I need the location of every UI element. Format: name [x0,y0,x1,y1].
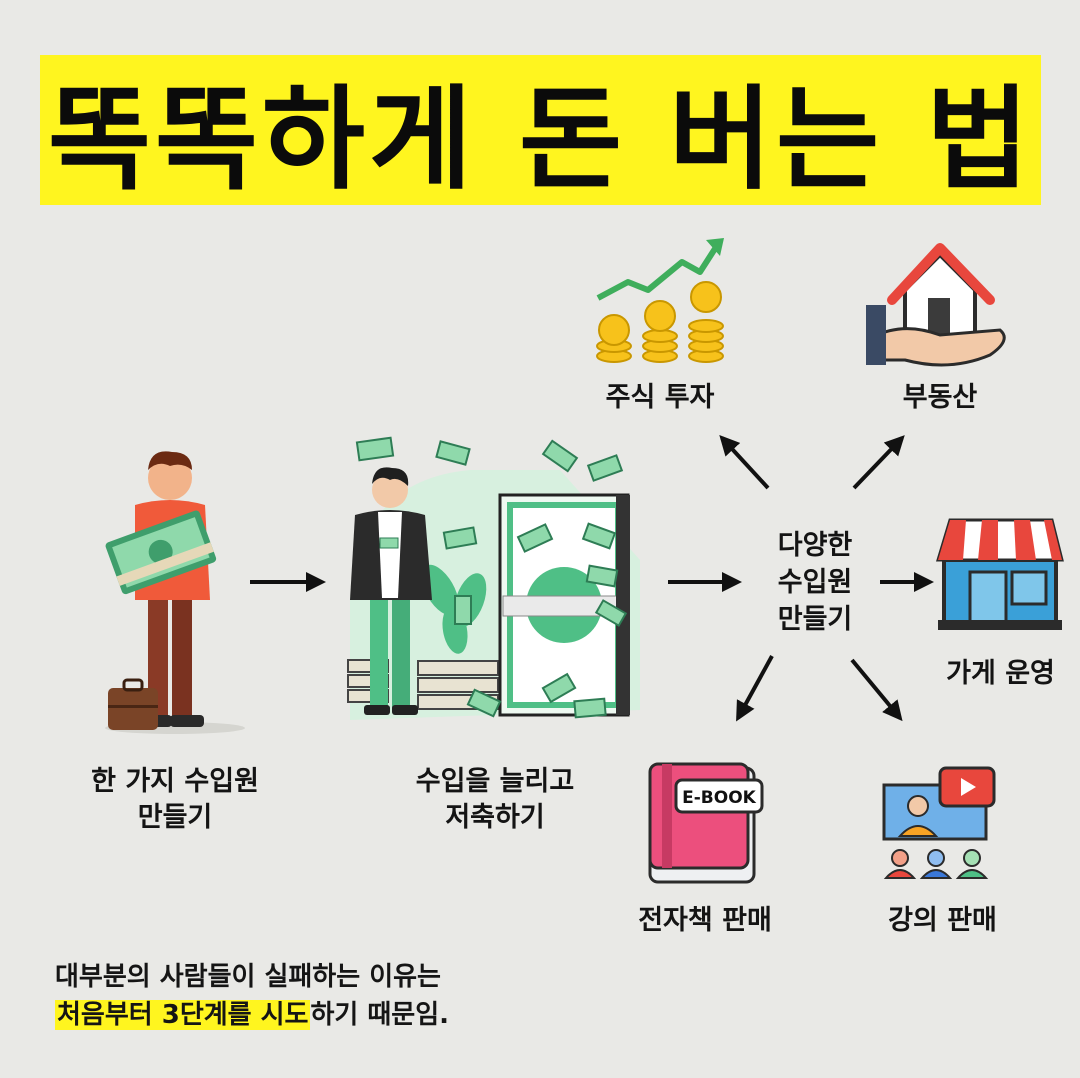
step-one-income-line2: 만들기 [137,802,213,833]
footer-line2: 처음부터 3단계를 시도하기 때문임. [55,996,449,1034]
step-grow-save-label: 수입을 늘리고 저축하기 [380,764,610,836]
step-diversify-label: 다양한 수입원 만들기 [750,527,880,638]
branch-real-estate-label: 부동산 [902,382,978,413]
footer-line2-rest: 하기 때문임. [310,1000,450,1030]
page-title: 똑똑하게 돈 버는 법 [47,75,1034,205]
step-diversify-line1: 다양한 [777,530,853,561]
footer-line1: 대부분의 사람들이 실패하는 이유는 [55,962,441,992]
branch-stocks-label: 주식 투자 [605,382,715,413]
step-diversify-line3: 만들기 [777,604,853,635]
branch-lecture-label: 강의 판매 [888,905,997,936]
step-one-income-label: 한 가지 수입원 만들기 [60,764,290,836]
ebook-cover-label: E-BOOK [682,788,757,808]
step-diversify-line2: 수입원 [777,567,853,598]
ebook-illustration: E-BOOK [648,762,764,884]
person-holding-money-illustration [105,451,245,734]
flow-arrows [250,435,934,722]
branch-store-label: 가게 운영 [946,658,1055,689]
step-grow-save-line2: 저축하기 [445,802,545,833]
footer-note: 대부분의 사람들이 실패하는 이유는 처음부터 3단계를 시도하기 때문임. [55,958,449,1034]
lecture-illustration [882,766,996,879]
step-grow-save-line1: 수입을 늘리고 [415,766,575,797]
branch-ebook-label: 전자책 판매 [638,905,772,936]
footer-highlight: 처음부터 3단계를 시도 [55,1000,311,1030]
title-banner [40,55,1041,205]
real-estate-illustration [865,243,1006,367]
savings-growth-illustration [347,436,640,720]
store-illustration [935,518,1064,630]
stock-investment-illustration [596,238,724,363]
step-one-income-line1: 한 가지 수입원 [91,766,259,797]
